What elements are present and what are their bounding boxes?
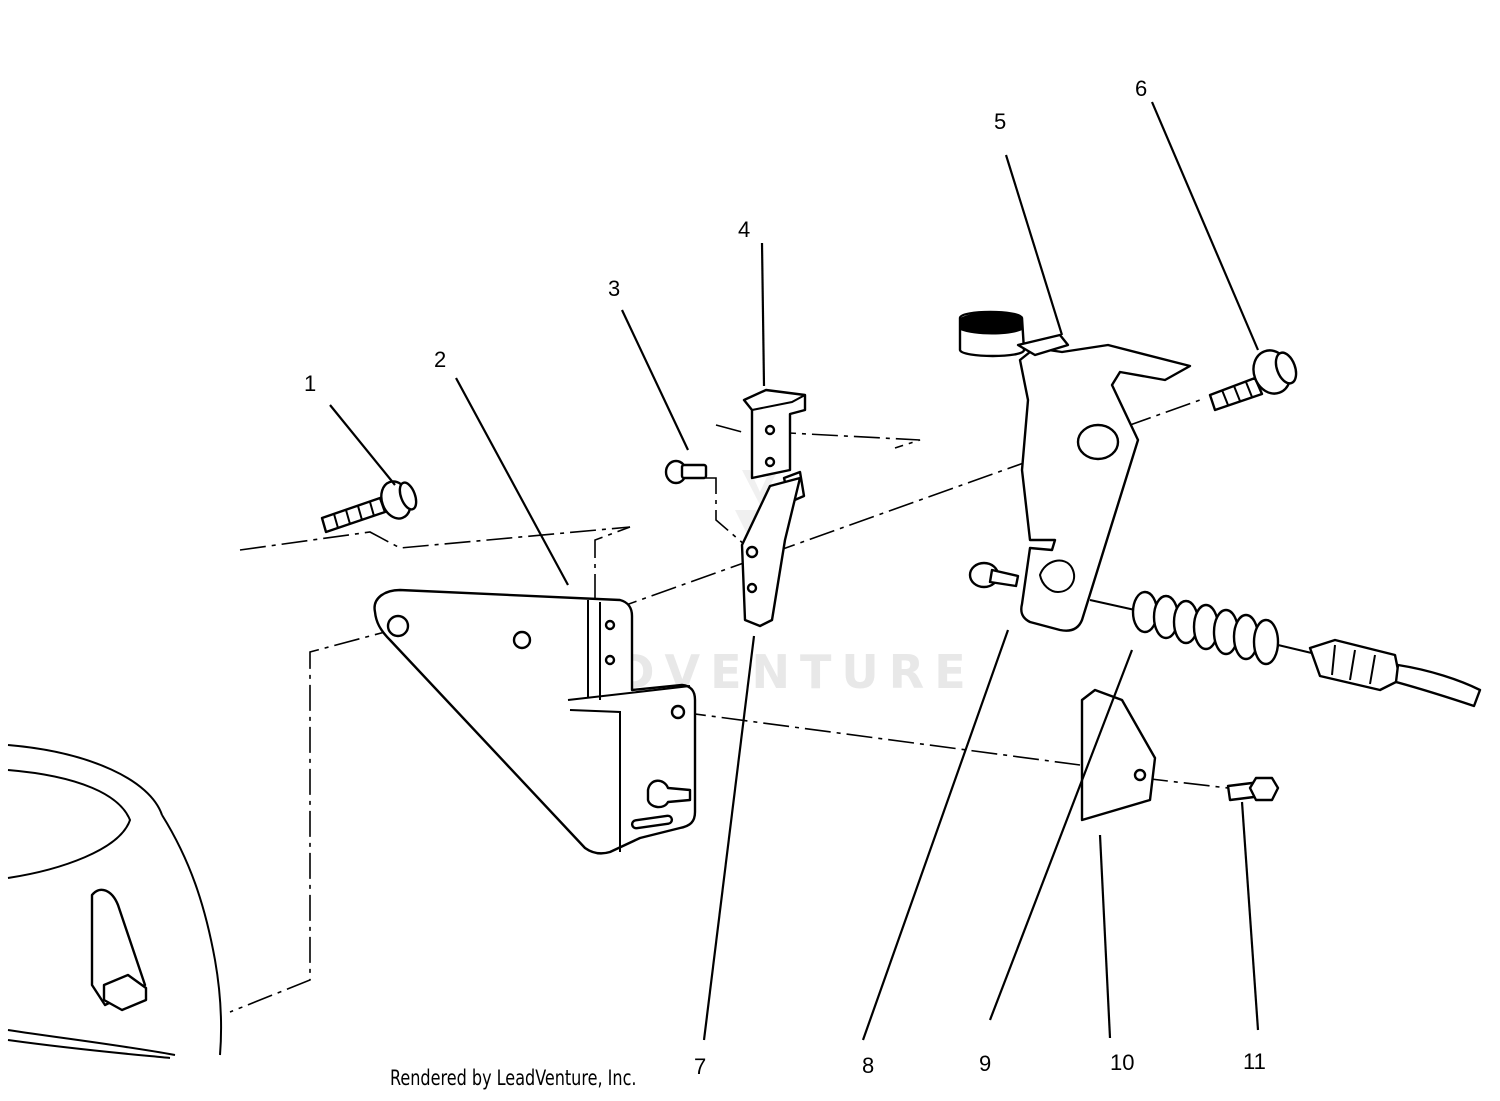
- callout-3: 3: [608, 276, 620, 301]
- part-6-bolt: [1208, 349, 1298, 412]
- callout-1: 1: [304, 371, 316, 396]
- part-9-spring-cable: [1089, 590, 1482, 708]
- part-8-knob: [968, 561, 1020, 589]
- leader-lines: [329, 101, 1260, 1041]
- part-5-control-arm: [958, 310, 1192, 632]
- part-3-pin: [664, 459, 708, 485]
- callout-9: 9: [979, 1051, 991, 1076]
- credit-text: Rendered by LeadVenture, Inc.: [390, 1066, 637, 1090]
- part-11-screw: [1226, 776, 1280, 802]
- callout-labels: 1 2 3 4 5 6 7 8 9 10 11: [304, 76, 1266, 1079]
- engine-housing: [7, 744, 223, 1059]
- callout-11: 11: [1243, 1049, 1266, 1074]
- part-10-bracket: [1080, 688, 1157, 822]
- callout-8: 8: [862, 1053, 874, 1078]
- callout-5: 5: [994, 109, 1006, 134]
- callout-7: 7: [694, 1054, 706, 1079]
- callout-6: 6: [1135, 76, 1147, 101]
- callout-10: 10: [1110, 1050, 1134, 1075]
- callout-4: 4: [738, 217, 750, 242]
- part-1-bolt: [320, 480, 418, 534]
- spring: [1131, 590, 1280, 666]
- part-7-lever: [740, 476, 802, 628]
- part-2-bracket: [373, 588, 697, 855]
- callout-2: 2: [434, 347, 446, 372]
